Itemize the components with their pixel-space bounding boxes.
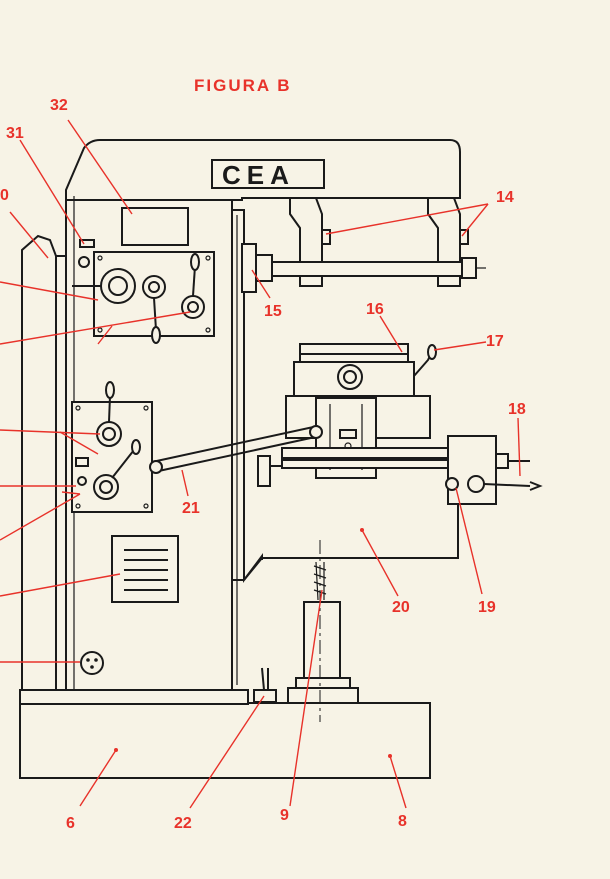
cea-brand-plate: CEA: [211, 159, 325, 190]
machine-column: [21, 139, 461, 691]
power-socket-icon: [80, 651, 104, 675]
callout-31: 31: [6, 125, 24, 142]
leader-dot: [388, 754, 392, 758]
feed-link-rod: [149, 425, 323, 474]
figure-title: FIGURA B: [194, 76, 292, 95]
callout-8: 8: [398, 813, 407, 830]
hand-lever-icon: [93, 439, 141, 500]
name-plate: [121, 207, 189, 246]
callout-20: 20: [392, 599, 410, 616]
callout-18: 18: [508, 401, 526, 418]
ventilation-grille-icon: [111, 535, 179, 603]
callout-17: 17: [486, 333, 504, 350]
lower-feed-panel: [71, 381, 153, 513]
callout-0: 0: [0, 187, 9, 204]
indicator-lamp: [79, 239, 95, 248]
overarm-assembly: [241, 197, 486, 293]
base-lever: [253, 667, 277, 703]
callout-21: 21: [182, 500, 200, 517]
callout-19: 19: [478, 599, 496, 616]
leader-dot: [114, 748, 118, 752]
brand-logo-text: CEA: [222, 160, 295, 190]
machine-base: [19, 689, 431, 779]
callout-22: 22: [174, 815, 192, 832]
callout-14: 14: [496, 189, 514, 206]
elevating-screw: [287, 540, 359, 722]
hand-lever-icon: [142, 275, 166, 344]
callout-16: 16: [366, 301, 384, 318]
hand-lever-icon: [413, 344, 437, 377]
callout-15: 15: [264, 303, 282, 320]
gear-selector-dial-icon: [72, 268, 136, 304]
leader-dot: [360, 528, 364, 532]
callout-9: 9: [280, 807, 289, 824]
callout-6: 6: [66, 815, 75, 832]
callout-32: 32: [50, 97, 68, 114]
hand-lever-icon: [96, 381, 122, 447]
upper-gear-panel: [72, 251, 215, 344]
callout-leaders: [0, 119, 521, 809]
table-assembly: [257, 343, 543, 558]
